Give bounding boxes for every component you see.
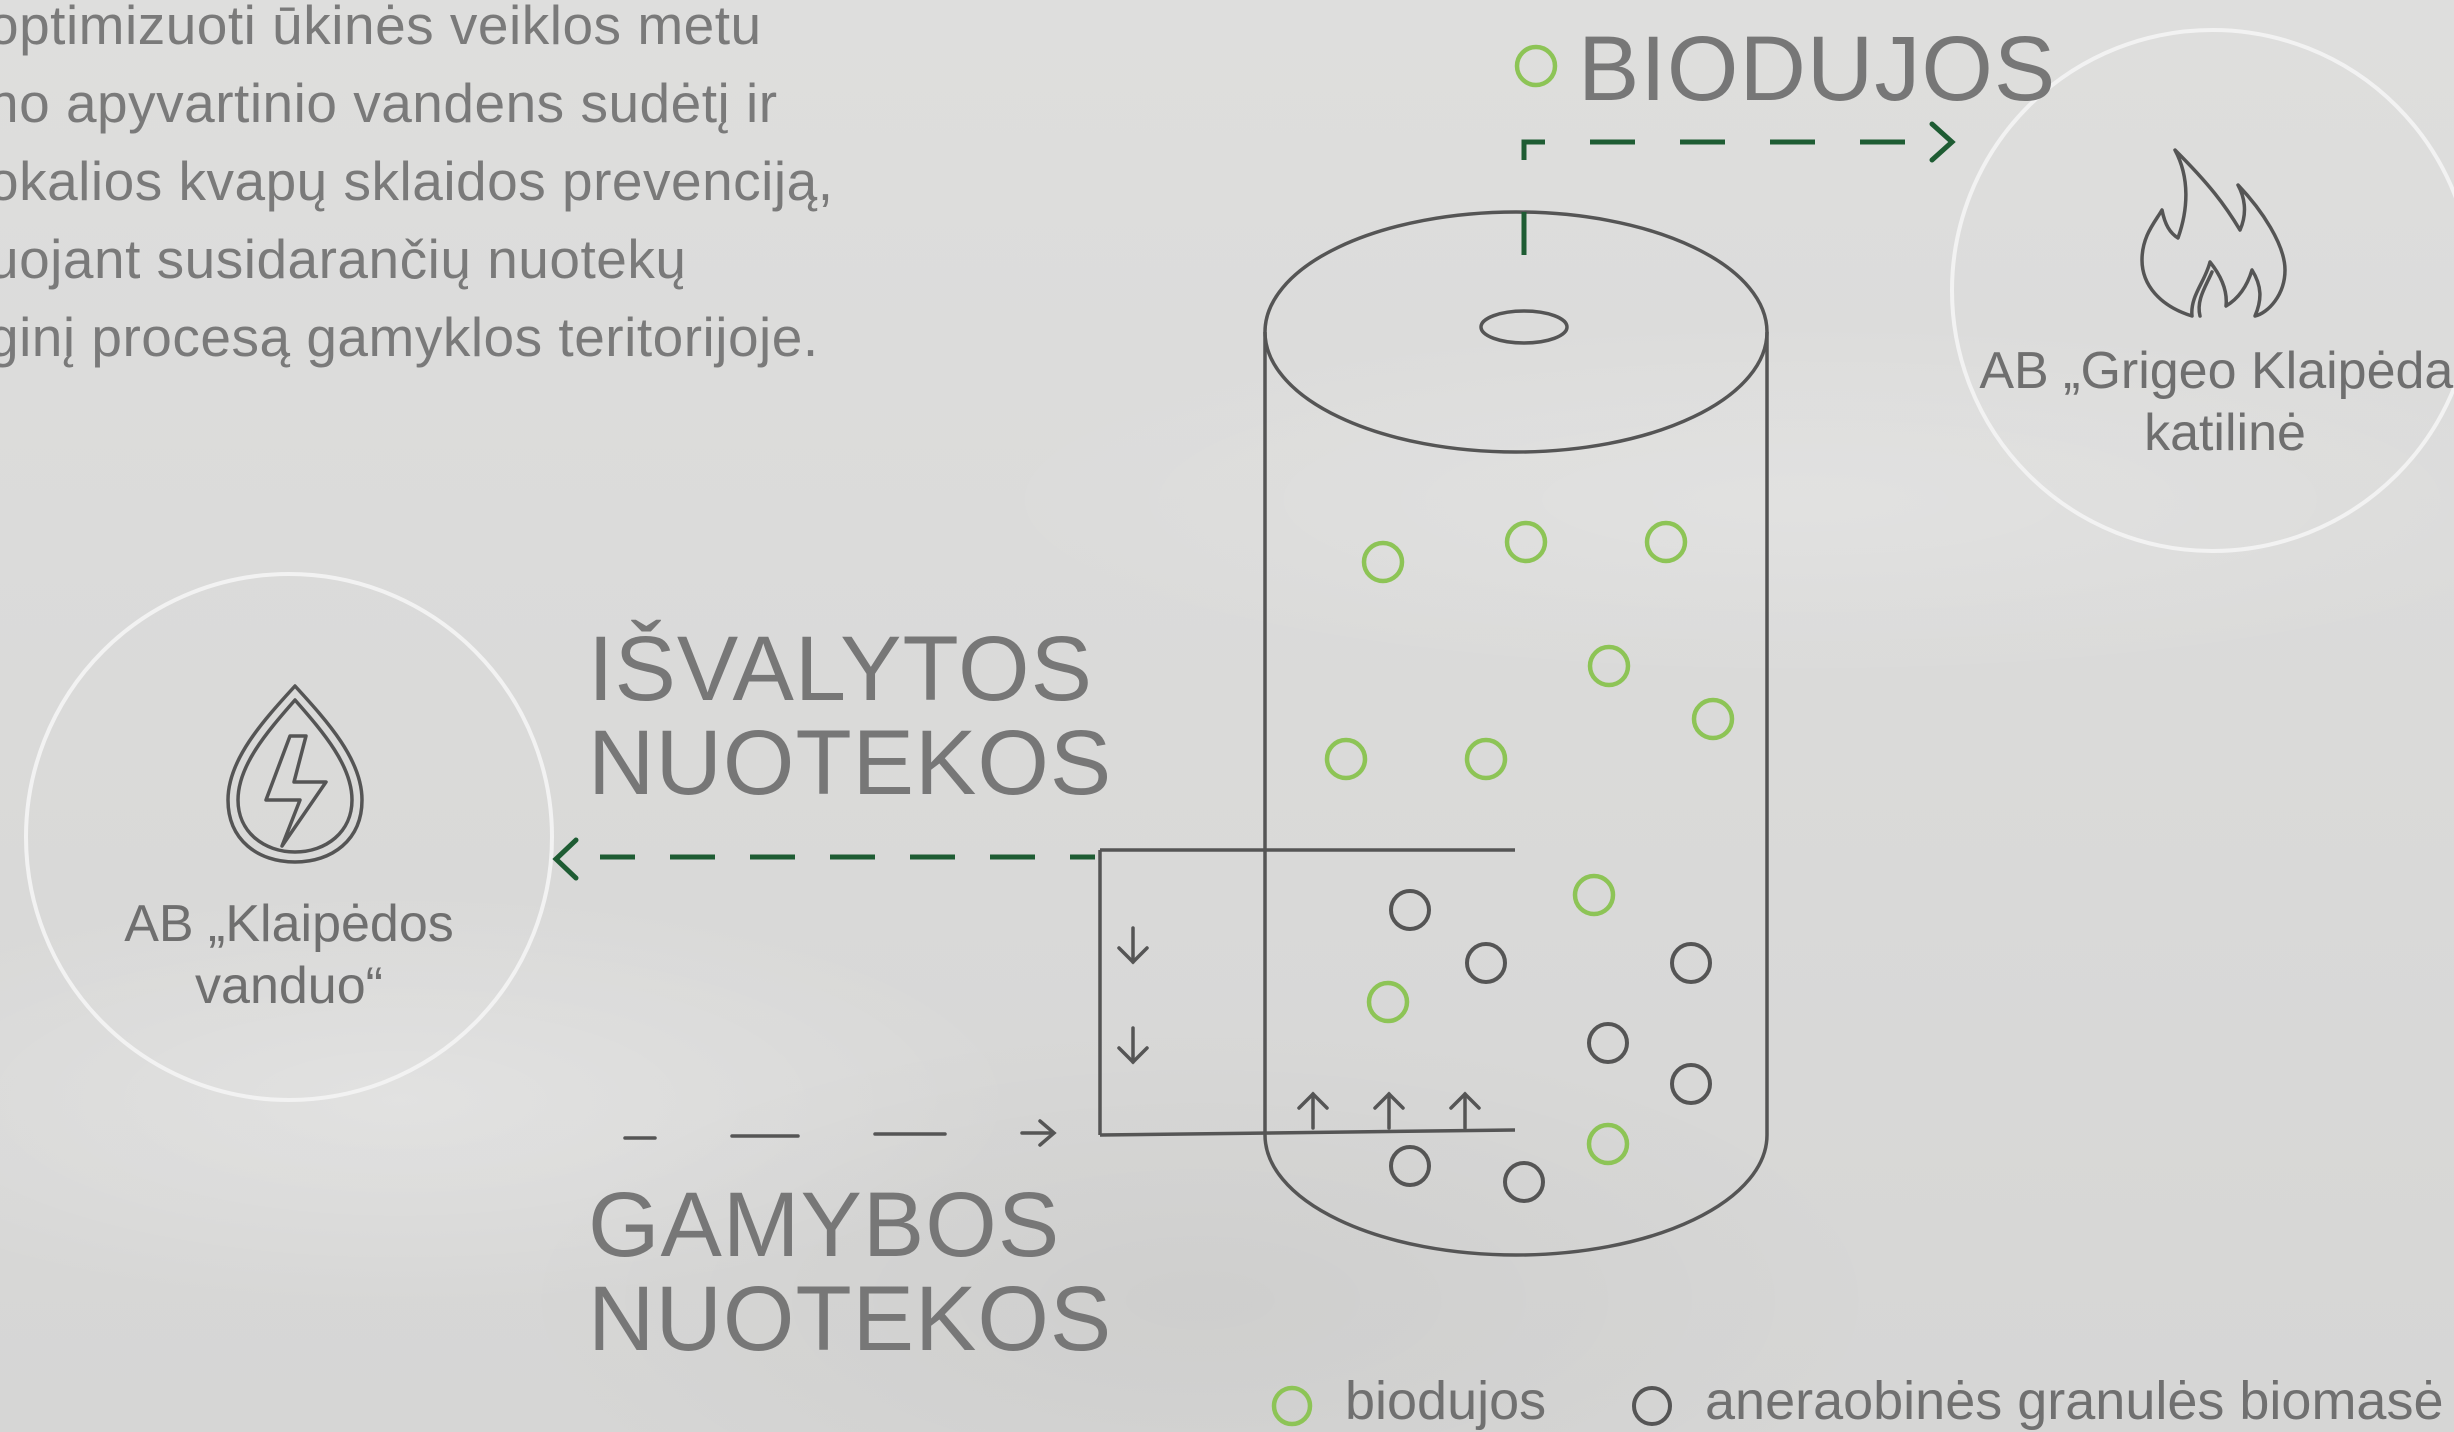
up-arrow-icon — [1449, 1091, 1481, 1130]
water-label-line1: AB „Klaipėdos — [124, 895, 454, 953]
granule — [1503, 1161, 1545, 1203]
biogas-bubble — [1464, 737, 1508, 781]
legend-granules-label: aneraobinės granulės biomasė — [1705, 1371, 2444, 1431]
biogas-bubble — [1644, 520, 1688, 564]
biogas-outflow-arrow — [1521, 121, 1956, 255]
granule — [1670, 942, 1712, 984]
water-label: AB „Klaipėdos vanduo“ — [24, 893, 554, 1017]
biogas-bubble — [1572, 873, 1616, 917]
boiler-label: AB „Grigeo Klaipėda“ katilinė — [1960, 340, 2454, 464]
down-arrows — [1117, 926, 1149, 1065]
intro-line: no apyvartinio vandens sudėtį ir — [0, 72, 778, 134]
biogas-bubble — [1587, 644, 1631, 688]
granule — [1389, 1145, 1431, 1187]
legend-biogas-label: biodujos — [1345, 1371, 1547, 1431]
granule — [1389, 889, 1431, 931]
gas-outlet — [1479, 309, 1569, 345]
biogas-bubble — [1366, 980, 1410, 1024]
granule — [1465, 942, 1507, 984]
up-arrows — [1297, 1091, 1481, 1130]
production-inflow-arrow — [623, 1119, 1057, 1147]
production-line1: GAMYBOS — [588, 1174, 1061, 1276]
water-drop-lightning-icon — [226, 684, 364, 864]
production-line2: NUOTEKOS — [588, 1268, 1113, 1370]
cleaned-outflow-arrow — [552, 837, 1095, 881]
intro-line: optimizuoti ūkinės veiklos metu — [0, 0, 762, 56]
up-arrow-icon — [1297, 1091, 1329, 1130]
biogas-marker-icon — [1514, 44, 1558, 88]
reactor-top — [1263, 210, 1769, 454]
cleaned-line1: IŠVALYTOS — [588, 618, 1093, 720]
down-arrow-icon — [1117, 1026, 1149, 1065]
biogas-bubble — [1504, 520, 1548, 564]
biogas-bubbles — [1324, 520, 1735, 1166]
biogas-bubble — [1586, 1122, 1630, 1166]
boiler-label-line1: AB „Grigeo Klaipėda“ — [1979, 342, 2454, 400]
down-arrow-icon — [1117, 926, 1149, 965]
biogas-bubble — [1361, 540, 1405, 584]
biogas-bubble — [1324, 737, 1368, 781]
granule — [1587, 1022, 1629, 1064]
water-circle — [24, 572, 554, 1102]
cleaned-wastewater-label: IŠVALYTOS NUOTEKOS — [588, 622, 1112, 810]
legend-biogas-icon — [1271, 1385, 1313, 1427]
intro-line: ginį procesą gamyklos teritorijoje. — [0, 306, 819, 368]
granule — [1670, 1063, 1712, 1105]
intro-line: uojant susidarančių nuotekų — [0, 228, 687, 290]
settling-compartment — [1098, 848, 1516, 1137]
flame-icon — [2140, 148, 2287, 318]
granule-particles — [1389, 889, 1712, 1203]
production-wastewater-label: GAMYBOS NUOTEKOS — [588, 1178, 1112, 1366]
boiler-circle — [1950, 28, 2454, 553]
boiler-label-line2: katilinė — [2144, 404, 2306, 462]
legend-granule-icon — [1632, 1386, 1672, 1426]
cleaned-line2: NUOTEKOS — [588, 712, 1113, 814]
intro-line: okalios kvapų sklaidos prevenciją, — [0, 150, 834, 212]
biogas-bubble — [1691, 697, 1735, 741]
intro-text: optimizuoti ūkinės veiklos metu no apyva… — [0, 0, 948, 376]
biogas-label: BIODUJOS — [1578, 18, 2057, 120]
up-arrow-icon — [1373, 1091, 1405, 1130]
reactor-bottom — [1263, 1134, 1769, 1257]
reactor-tank — [1263, 210, 1769, 1257]
water-label-line2: vanduo“ — [195, 957, 383, 1015]
